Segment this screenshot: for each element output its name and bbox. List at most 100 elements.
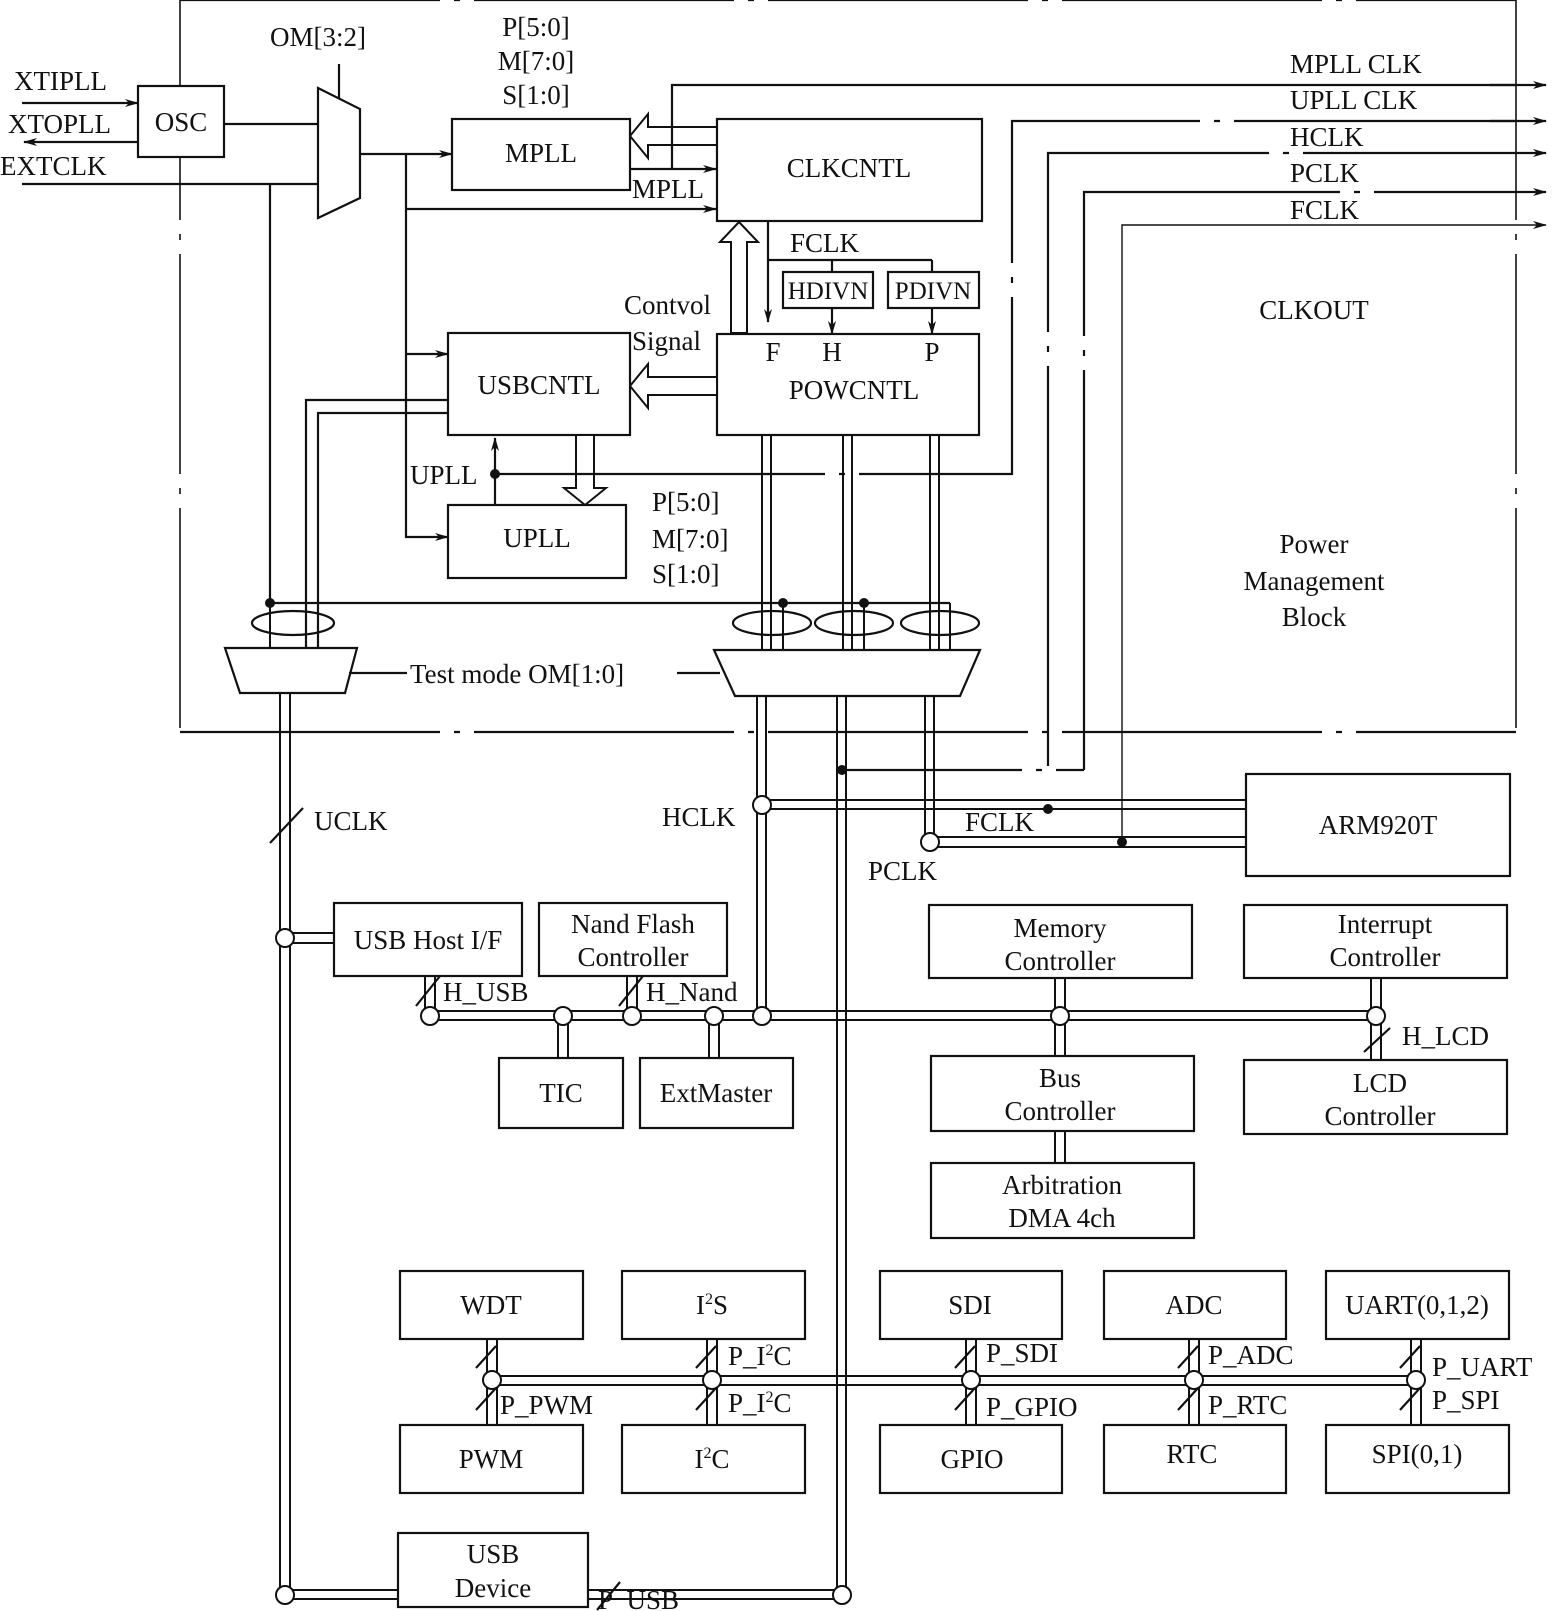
memory-controller-block: Memory Controller [927,903,1194,1056]
spi-block [1324,1423,1511,1495]
label-test-mode: Test mode OM[1:0] [410,659,624,689]
nand-label-2: Controller [578,942,689,972]
lcdctl-label-2: Controller [1325,1101,1436,1131]
power-label-1: Power [1280,529,1349,559]
label-p-sdi: P_SDI [986,1338,1058,1368]
label-extclk: EXTCLK [0,151,107,181]
busctl-label-1: Bus [1039,1063,1081,1093]
pow-p: P [924,337,939,367]
adc-block [1102,1269,1288,1341]
hclk-node [752,795,772,815]
label-om32: OM[3:2] [270,22,366,52]
i2s-block [620,1269,807,1341]
mpll-label: MPLL [505,138,577,168]
adc-label: ADC [1165,1290,1222,1320]
clkcntl-block: CLKCNTL Contvol Signal FCLK HDIVN PDIVN [624,117,984,356]
powcntl-block: F H P POWCNTL [628,332,981,437]
osc-label: OSC [155,107,208,137]
label-p-rtc: P_RTC [1208,1390,1287,1420]
arm920t-label: ARM920T [1319,810,1438,840]
clkcntl-label: CLKCNTL [787,153,912,183]
mpll-param-p: P[5:0] [502,12,570,42]
label-p-adc: P_ADC [1208,1340,1294,1370]
label-xtipll: XTIPLL [14,66,107,96]
busctl-label-2: Controller [1005,1096,1116,1126]
pow-h: H [822,337,842,367]
pdivn-label: PDIVN [895,278,971,305]
intctl-label-1: Interrupt [1338,909,1433,939]
label-h-usb: H_USB [443,977,529,1007]
uart-block [1324,1269,1511,1341]
label-upll-out: UPLL [410,460,478,490]
usb-dev-label-2: Device [455,1573,531,1603]
label-p-usb: P_USB [598,1585,679,1611]
tic-block: TIC [497,1006,625,1130]
upll-block: UPLL UPLL P[5:0] M[7:0] S[1:0] [410,119,1516,589]
label-p-uart: P_UART [1432,1352,1533,1382]
label-p-pwm: P_PWM [500,1390,593,1420]
label-p-spi: P_SPI [1432,1385,1500,1415]
upll-label: UPLL [503,523,571,553]
nand-block: Nand Flash Controller H_Nand [537,901,738,1026]
upll-param-m: M[7:0] [652,524,729,554]
label-mpll-out: MPLL [632,174,704,204]
label-fclk: FCLK [965,807,1035,837]
usb-dev-label-1: USB [467,1539,520,1569]
pwm-label: PWM [459,1444,524,1474]
sdi-block [878,1269,1064,1341]
upll-param-s: S[1:0] [652,559,720,589]
powcntl-label: POWCNTL [789,375,920,405]
usbcntl-block: USBCNTL [304,331,632,655]
label-h-nand: H_Nand [646,977,738,1007]
label-control: Contvol [624,290,711,320]
bus-controller-block: Bus Controller [929,1054,1196,1163]
wdt-label: WDT [460,1290,522,1320]
clock-outputs: MPLL CLK UPLL CLK HCLK PCLK FCLK CLKOUT … [1046,49,1547,842]
hdivn-label: HDIVN [788,278,869,305]
upll-param-p: P[5:0] [652,487,720,517]
label-pclk: PCLK [868,856,938,886]
uart-label: UART(0,1,2) [1345,1290,1489,1320]
usb-host-block: USB Host I/F H_USB [275,901,529,1026]
label-p-i2c-bottom: P_I2C [728,1388,792,1418]
om-mux [268,64,717,600]
out-hclk: HCLK [1290,122,1364,152]
usb-host-label: USB Host I/F [354,925,503,955]
gpio-block [878,1423,1064,1495]
label-signal: Signal [632,326,701,356]
mpll-block: P[5:0] M[7:0] S[1:0] MPLL MPLL [450,12,1516,204]
arm920t-block: ARM920T [1244,772,1512,878]
input-signals: XTIPLL XTOPLL EXTCLK OM[3:2] [0,22,366,186]
mpll-param-s: S[1:0] [502,80,570,110]
label-p-i2c-top: P_I2C [728,1341,792,1371]
lcdctl-label-1: LCD [1353,1068,1407,1098]
pclk-node [920,832,940,852]
test-mode-muxes: Test mode OM[1:0] [223,435,982,698]
extmaster-block: ExtMaster [638,1006,795,1130]
label-h-lcd: H_LCD [1402,1021,1489,1051]
memctl-label-1: Memory [1014,913,1107,943]
clkout-label: CLKOUT [1259,295,1369,325]
nand-label-1: Nand Flash [571,909,695,939]
usbcntl-label: USBCNTL [477,370,600,400]
i2c-label: I2C [694,1444,729,1474]
lcd-controller-block: LCD Controller [1242,1058,1509,1136]
memctl-label-2: Controller [1005,946,1116,976]
pow-f: F [765,337,780,367]
pwm-block [398,1423,585,1495]
apb-peripherals: WDT PWM P_PWM I2S I2C P_I2C P_I2C SDI GP… [398,1269,1533,1495]
power-label-3: Block [1282,602,1347,632]
sdi-label: SDI [948,1290,992,1320]
out-upll-clk: UPLL CLK [1290,85,1418,115]
label-p-gpio: P_GPIO [986,1392,1078,1422]
label-uclk: UCLK [314,806,388,836]
gpio-label: GPIO [940,1444,1003,1474]
label-fclk-div: FCLK [790,228,860,258]
interrupt-controller-block: Interrupt Controller H_LCD [1242,903,1509,1060]
label-xtopll: XTOPLL [8,109,111,139]
wdt-block [398,1269,585,1341]
mpll-param-m: M[7:0] [498,46,575,76]
dma-block: Arbitration DMA 4ch [929,1161,1196,1240]
tic-label: TIC [539,1078,583,1108]
